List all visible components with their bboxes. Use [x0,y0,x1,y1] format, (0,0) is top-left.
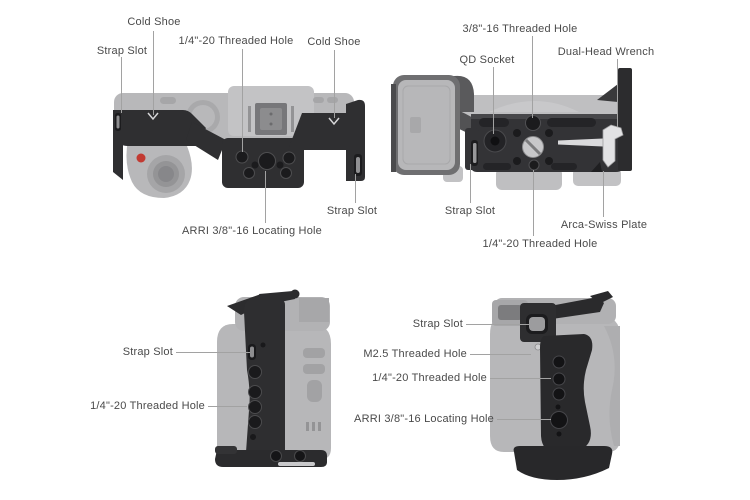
dual-head-wrench-shape [558,124,624,168]
leader-line [493,67,494,134]
callout-cold-shoe: Cold Shoe [307,36,361,48]
callout-strap-slot: Strap Slot [96,45,148,57]
lens-barrel [489,101,579,112]
flip-screen [391,75,460,175]
callout-strap-slot: Strap Slot [412,318,463,330]
hot-shoe [248,103,294,135]
quarter-20-hole-shape [528,159,540,171]
leader-line [242,49,243,152]
callout-strap-slot: Strap Slot [444,205,496,217]
callout-arca-swiss-plate: Arca-Swiss Plate [560,219,648,231]
callout-quarter-20-threaded-hole: 1/4"-20 Threaded Hole [482,238,598,250]
leader-line [470,354,531,355]
cage-top-holes [115,112,362,179]
leader-line [497,419,551,420]
cage-grip-frame [513,291,613,480]
leader-line [121,57,122,113]
arri-locating-hole-shape [550,411,568,429]
callout-strap-slot: Strap Slot [122,346,173,358]
camera-body-bottom [391,75,621,190]
left-side-view-illustration [215,289,331,467]
leader-line [470,164,471,203]
cold-shoe-arrow-left [147,112,159,121]
leader-line [153,31,154,115]
arca-dovetail-notch [591,162,602,172]
leader-line [532,36,533,118]
leader-line [490,378,551,379]
leader-line [466,324,529,325]
callout-arri-locating-hole: ARRI 3/8"-16 Locating Hole [354,413,494,425]
callout-m2-5-threaded-hole: M2.5 Threaded Hole [363,348,467,360]
leader-line [355,174,356,203]
callout-strap-slot: Strap Slot [326,205,378,217]
quarter-20-hole-shape [248,400,262,414]
three-eighths-hole-shape [525,115,541,131]
cold-shoe-arrow-right [328,117,340,126]
callout-quarter-20-threaded-hole: 1/4"-20 Threaded Hole [372,372,487,384]
leader-line [334,50,335,118]
arri-locating-hole-shape [258,152,276,170]
callout-quarter-20-threaded-hole: 1/4"-20 Threaded Hole [178,35,294,47]
bottom-view-illustration [391,68,632,190]
leader-line [617,59,618,127]
callout-dual-head-wrench: Dual-Head Wrench [557,46,655,58]
callout-quarter-20-threaded-hole: 1/4"-20 Threaded Hole [90,400,205,412]
right-side-view-illustration [490,291,620,480]
top-view-illustration [113,86,365,198]
record-button [136,153,146,163]
callout-cold-shoe: Cold Shoe [127,16,181,28]
baseplate [465,68,632,172]
leader-line [533,170,534,236]
callout-qd-socket: QD Socket [459,54,515,66]
leader-line [265,171,266,223]
leader-line [176,352,250,353]
quarter-20-hole-shape [552,372,566,386]
callout-three-eighths-threaded-hole: 3/8"-16 Threaded Hole [462,23,578,35]
viewfinder-eyepiece [498,305,522,320]
callout-arri-locating-hole: ARRI 3/8"-16 Locating Hole [182,225,322,237]
leader-line [208,406,247,407]
cage-side-frame [215,289,327,467]
leader-line [603,171,604,217]
